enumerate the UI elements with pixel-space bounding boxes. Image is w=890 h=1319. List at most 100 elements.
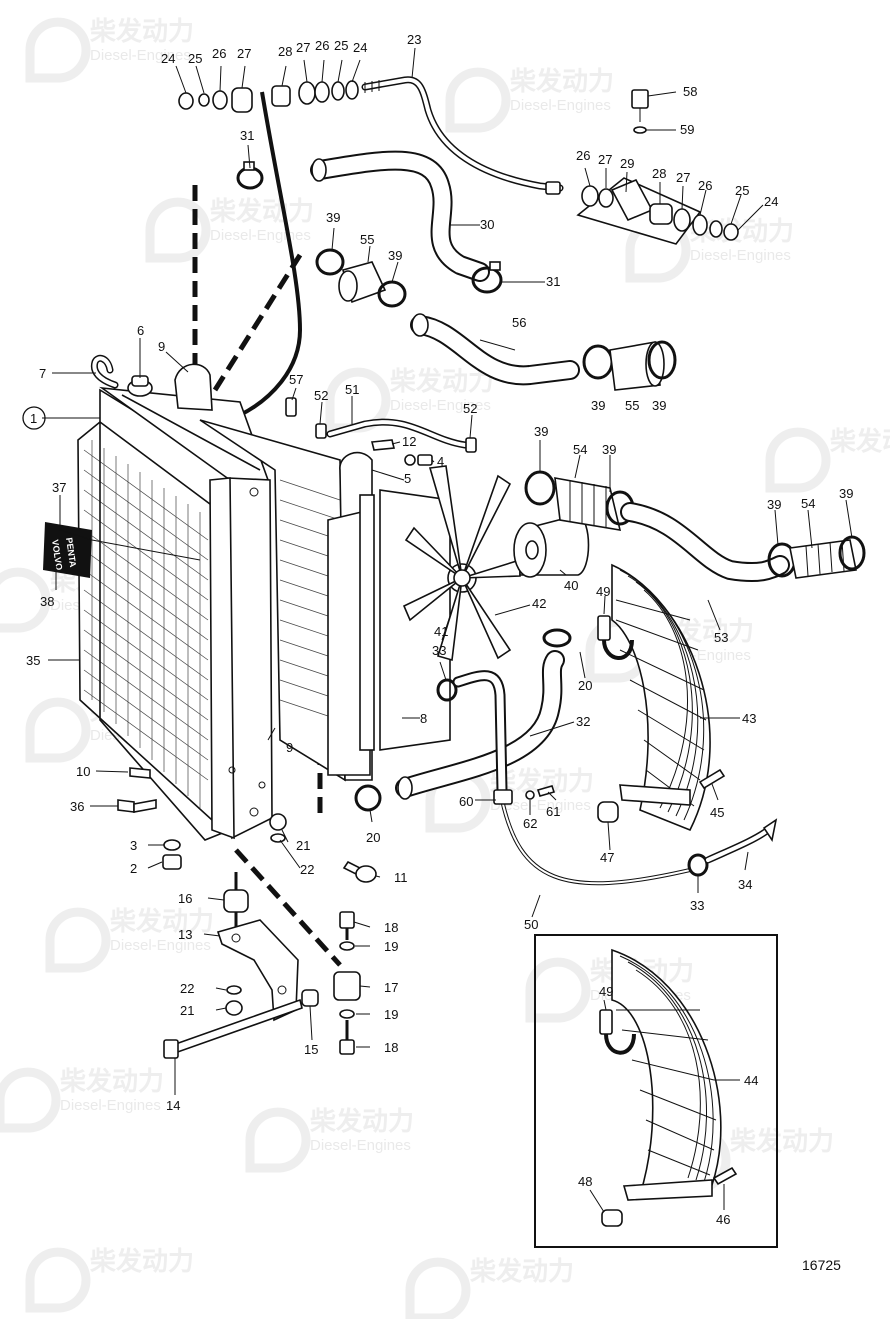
- fan-guard-43: [611, 563, 711, 832]
- callout: 57: [289, 372, 303, 387]
- callout: 9: [158, 339, 165, 354]
- callout-labels: 24 25 26 27 28 27 26 25 24 23 58 59 31 2…: [22, 32, 853, 1227]
- figure-number: 16725: [802, 1257, 841, 1273]
- callout: 27: [237, 46, 251, 61]
- callout: 27: [296, 40, 310, 55]
- bracket-49-upper: [597, 615, 634, 660]
- callout: 39: [767, 497, 781, 512]
- callout: 39: [534, 424, 548, 439]
- coupling-55-lower: [582, 340, 677, 391]
- callout: 10: [76, 764, 90, 779]
- radiator-fasteners: [117, 767, 377, 883]
- svg-text:Diesel-Engines: Diesel-Engines: [110, 937, 211, 954]
- callout: 50: [524, 917, 538, 932]
- callout: 44: [744, 1073, 758, 1088]
- callout: 22: [300, 862, 314, 877]
- watermark: 柴发动力: [405, 1256, 574, 1319]
- callout: 4: [437, 454, 444, 469]
- svg-text:柴发动力: 柴发动力: [829, 426, 890, 456]
- callout: 55: [360, 232, 374, 247]
- watermark: 柴发动力: [25, 1246, 194, 1313]
- callout: 27: [598, 152, 612, 167]
- svg-text:VOLVO: VOLVO: [50, 539, 64, 571]
- callout: 54: [801, 496, 815, 511]
- bottom-mount-assembly: [163, 872, 361, 1059]
- svg-text:柴发动力: 柴发动力: [209, 196, 314, 226]
- callout: 36: [70, 799, 84, 814]
- callout: 25: [735, 183, 749, 198]
- svg-text:柴发动力: 柴发动力: [389, 366, 494, 396]
- vent-line: [239, 91, 303, 417]
- callout: 39: [602, 442, 616, 457]
- callout: 21: [180, 1003, 194, 1018]
- callout: 34: [738, 877, 752, 892]
- callout: 33: [432, 643, 446, 658]
- callout: 38: [40, 594, 54, 609]
- callout: 47: [600, 850, 614, 865]
- callout: 12: [402, 434, 416, 449]
- callout: 40: [564, 578, 578, 593]
- watermark: 柴发动力: [765, 426, 890, 493]
- callout: 20: [366, 830, 380, 845]
- callout: 49: [599, 984, 613, 999]
- callout: 19: [384, 939, 398, 954]
- callout: 2: [130, 861, 137, 876]
- callout: 45: [710, 805, 724, 820]
- callout: 43: [742, 711, 756, 726]
- svg-text:PENTA: PENTA: [64, 537, 78, 568]
- callout: 55: [625, 398, 639, 413]
- callout: 39: [388, 248, 402, 263]
- callout: 15: [304, 1042, 318, 1057]
- radiator-assembly: VOLVO PENTA: [43, 354, 346, 870]
- callout: 56: [512, 315, 526, 330]
- callout: 39: [839, 486, 853, 501]
- callout: 35: [26, 653, 40, 668]
- callout: 26: [212, 46, 226, 61]
- callout: 42: [532, 596, 546, 611]
- hose-53: [620, 502, 790, 583]
- callout: 60: [459, 794, 473, 809]
- svg-text:Diesel-Engines: Diesel-Engines: [60, 1097, 161, 1114]
- svg-text:Diesel-Engines: Diesel-Engines: [690, 247, 791, 264]
- callout: 51: [345, 382, 359, 397]
- callout: 59: [680, 122, 694, 137]
- hose-30: [310, 150, 490, 282]
- callout: 31: [240, 128, 254, 143]
- watermark: 柴发动力 Diesel-Engines: [0, 1066, 164, 1133]
- pipe-23: [361, 76, 564, 192]
- callout: 52: [463, 401, 477, 416]
- callout: 18: [384, 1040, 398, 1055]
- callout: 11: [394, 870, 408, 885]
- callout: 17: [384, 980, 398, 995]
- svg-text:Diesel-Engines: Diesel-Engines: [510, 97, 611, 114]
- callout: 23: [407, 32, 421, 47]
- leader-lines: [42, 47, 853, 1213]
- callout: 28: [652, 166, 666, 181]
- volvo-penta-nameplate: VOLVO PENTA: [43, 522, 92, 578]
- screw-45: [698, 768, 726, 790]
- watermark: 柴发动力 Diesel-Engines: [445, 66, 614, 133]
- watermark: 柴发动力 Diesel-Engines: [325, 366, 494, 433]
- callout: 46: [716, 1212, 730, 1227]
- callout: 27: [676, 170, 690, 185]
- callout: 3: [130, 838, 137, 853]
- fan-spacer-40: [513, 514, 590, 578]
- bracket-29-assembly: [545, 89, 739, 245]
- callout: 39: [591, 398, 605, 413]
- callout: 26: [698, 178, 712, 193]
- svg-text:Diesel-Engines: Diesel-Engines: [210, 227, 311, 244]
- callout: 24: [764, 194, 778, 209]
- callout: 1: [30, 411, 37, 426]
- watermark: 柴发动力 Diesel-Engines: [245, 1106, 414, 1173]
- callout: 14: [166, 1098, 180, 1113]
- callout: 8: [420, 711, 427, 726]
- svg-text:柴发动力: 柴发动力: [109, 906, 214, 936]
- callout: 24: [353, 40, 367, 55]
- callout: 30: [480, 217, 494, 232]
- callout: 31: [546, 274, 560, 289]
- callout: 6: [137, 323, 144, 338]
- screw-61-62: [525, 785, 556, 800]
- callout: 21: [296, 838, 310, 853]
- callout: 5: [404, 471, 411, 486]
- callout: 22: [180, 981, 194, 996]
